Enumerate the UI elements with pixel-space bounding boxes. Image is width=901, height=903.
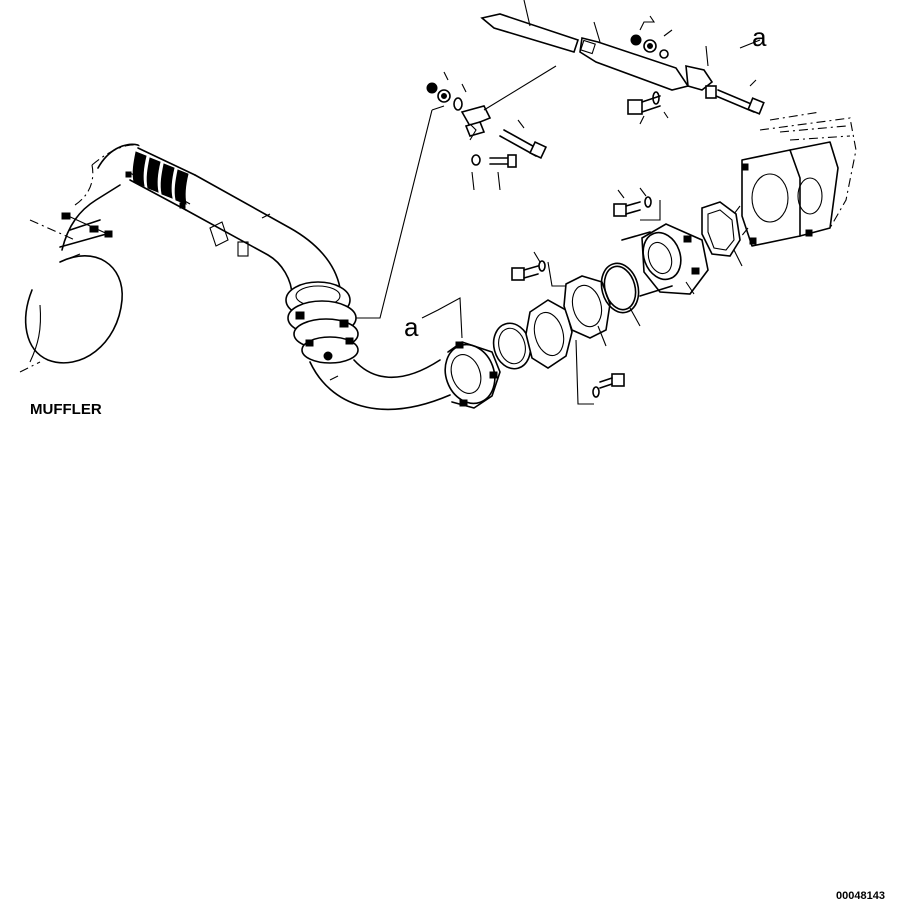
support-stay (480, 13, 714, 91)
bolts-and-hardware (426, 34, 765, 398)
upper-clamp (285, 281, 359, 364)
tail-pipe (59, 143, 141, 251)
seal-ring-2 (600, 262, 640, 314)
reference-mark-a-upper: a (752, 22, 767, 52)
upper-pipe (185, 174, 341, 297)
leader-lines (356, 0, 761, 405)
muffler (19, 219, 123, 373)
turbo-adapter (621, 223, 709, 297)
muffler-label: MUFFLER (30, 401, 102, 418)
outlet-flange (444, 341, 501, 409)
gasket-plate-1 (525, 299, 573, 369)
lower-bend-pipe (309, 359, 451, 411)
flex-bellows (125, 147, 196, 211)
gasket-plate-2 (563, 275, 611, 339)
pipe-clamp-bracket (460, 105, 492, 137)
gasket-ring-1 (492, 322, 532, 370)
reference-mark-a-lower: a (404, 312, 419, 342)
turbocharger (733, 111, 857, 247)
turbo-gasket (701, 201, 741, 257)
figure-number: 00048143 (836, 890, 885, 902)
